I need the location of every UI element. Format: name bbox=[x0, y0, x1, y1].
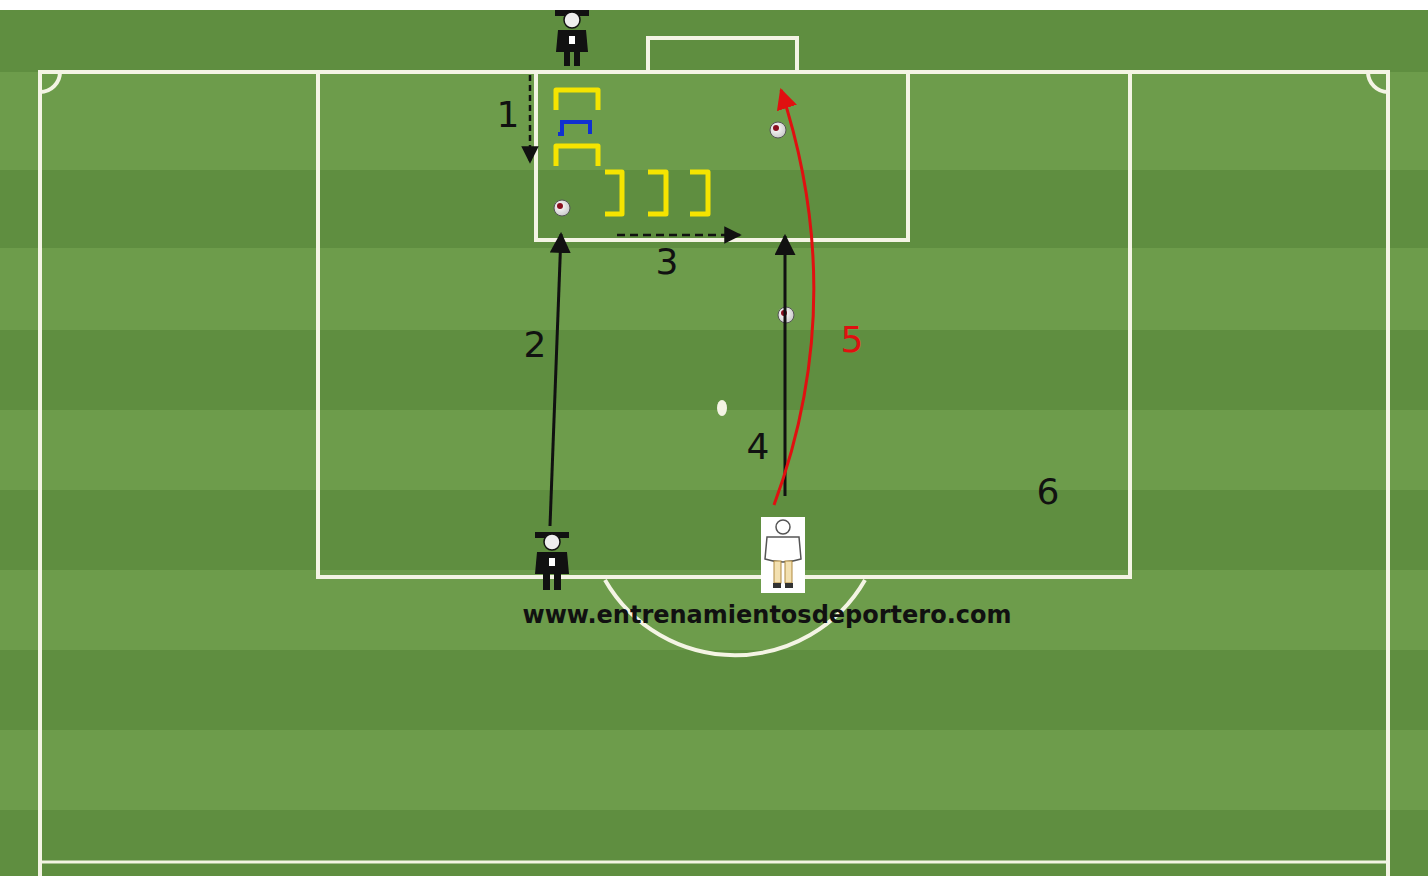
callout-number: 4 bbox=[747, 429, 770, 465]
callout-number: 6 bbox=[1037, 474, 1060, 510]
watermark-url: www.entrenamientosdeportero.com bbox=[522, 603, 1011, 627]
callout-number: 3 bbox=[656, 244, 679, 280]
callout-number: 5 bbox=[841, 322, 864, 358]
callout-number: 2 bbox=[524, 327, 547, 363]
callout-number: 1 bbox=[497, 97, 520, 133]
